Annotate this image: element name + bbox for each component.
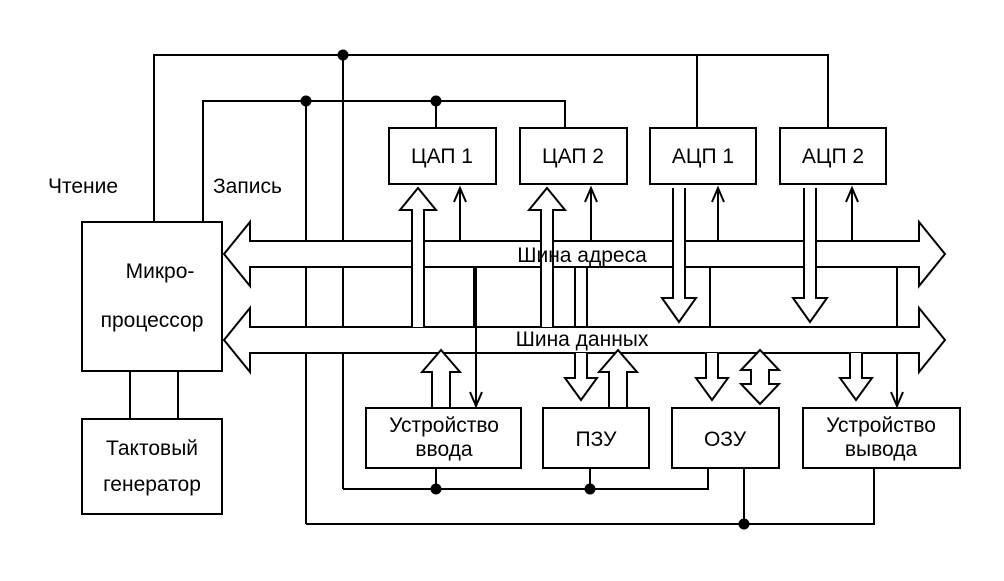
adc1-address-arrow (711, 185, 725, 241)
ram-label: ОЗУ (704, 428, 747, 451)
junction-dot (738, 518, 750, 530)
dac2-address-arrow (584, 185, 598, 241)
input-device-block: Устройство ввода (365, 407, 522, 469)
address-bus (222, 219, 947, 289)
dac1-label: ЦАП 1 (411, 145, 473, 168)
input-device-label-line2: ввода (415, 438, 473, 461)
ram-data-bidir-arrow (738, 348, 782, 406)
junction-dot (430, 483, 442, 495)
address-bus-label: Шина адреса (517, 244, 647, 267)
adc2-label: АЦП 2 (802, 145, 864, 168)
rom-label: ПЗУ (576, 428, 618, 451)
dac2-label: ЦАП 2 (542, 145, 604, 168)
output-device-label-line2: вывода (845, 438, 918, 461)
adc1-block: АЦП 1 (649, 127, 757, 185)
adc1-data-arrow (660, 188, 698, 324)
rom-address-arrow (563, 353, 599, 402)
clock-label-line1: Тактовый (106, 437, 198, 460)
read-label: Чтение (48, 175, 118, 198)
output-device-block: Устройство вывода (802, 407, 961, 469)
clock-generator-block: Тактовый генератор (81, 418, 223, 515)
adc1-label: АЦП 1 (672, 145, 734, 168)
junction-dot (337, 49, 349, 61)
data-bus (222, 305, 947, 375)
write-label: Запись (213, 175, 282, 198)
clock-label-line2: генератор (103, 473, 201, 496)
bottom-control-lines (306, 468, 875, 530)
input-address-arrow (469, 267, 483, 409)
ram-block: ОЗУ (671, 407, 780, 469)
adc2-address-arrow (845, 185, 859, 241)
dac1-block: ЦАП 1 (388, 127, 497, 185)
rom-data-arrow (596, 348, 640, 408)
dac1-address-arrow (453, 185, 467, 241)
dac2-block: ЦАП 2 (519, 127, 628, 185)
cpu-block: Микро- процессор (81, 221, 223, 372)
junction-dot (584, 483, 596, 495)
cpu-label-line1: Микро- (126, 260, 195, 283)
data-bus-label: Шина данных (516, 328, 649, 351)
output-address-arrow (890, 353, 904, 409)
cpu-label-line2: процессор (101, 309, 204, 332)
input-data-arrow (419, 348, 463, 408)
output-device-label-line1: Устройство (826, 414, 936, 437)
dac1-data-arrow (397, 186, 439, 327)
output-data-arrow (838, 353, 874, 402)
adc2-data-arrow (791, 188, 829, 324)
dac2-data-arrow (526, 186, 568, 327)
adc2-block: АЦП 2 (779, 127, 887, 185)
rom-block: ПЗУ (542, 407, 650, 469)
input-device-label-line1: Устройство (389, 414, 499, 437)
junction-dot (300, 95, 312, 107)
ram-address-arrow (694, 353, 730, 402)
junction-dot (430, 95, 442, 107)
